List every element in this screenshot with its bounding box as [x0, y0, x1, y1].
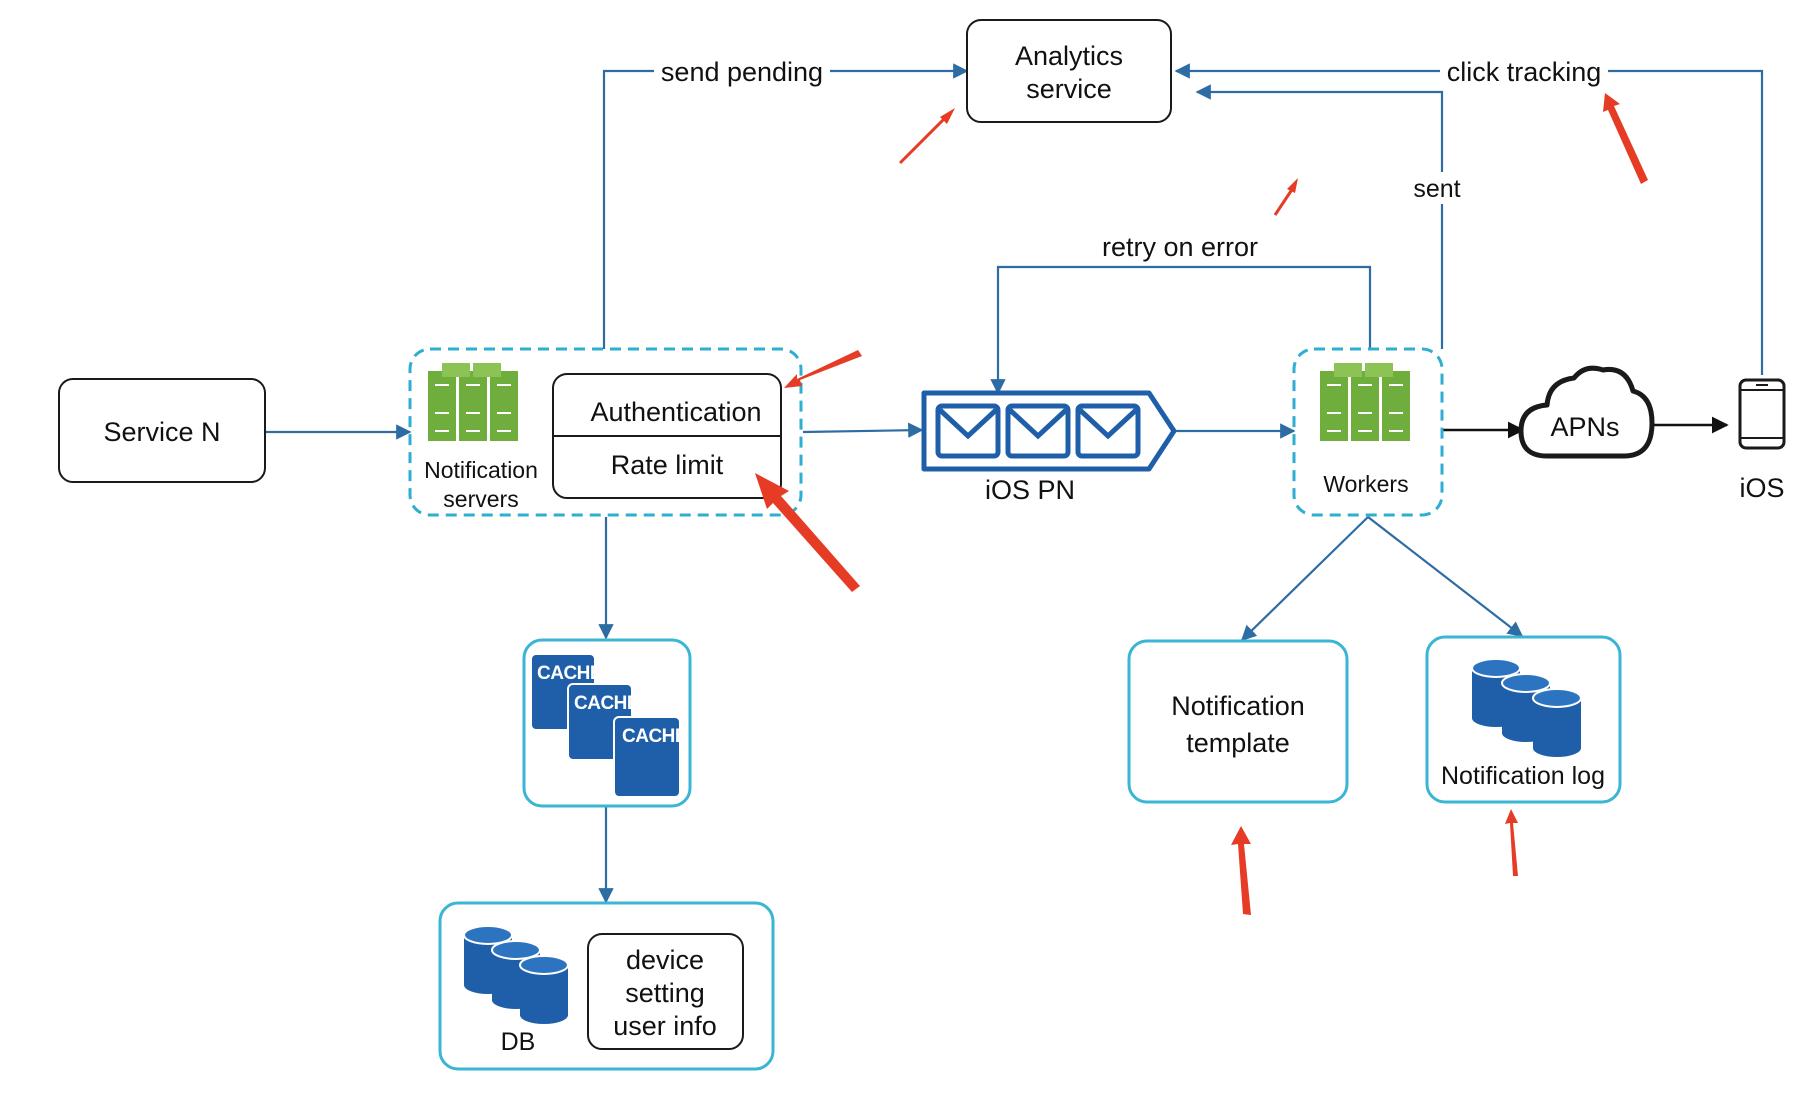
apns-cloud-icon: APNs	[1518, 365, 1655, 459]
server-icon	[1319, 362, 1411, 442]
envelope-icon	[1075, 403, 1141, 459]
edge-sent	[1195, 84, 1444, 349]
notification-servers-label-line2: servers	[443, 486, 518, 512]
analytics-label-line1: Analytics	[1015, 41, 1123, 71]
authentication-label: Authentication	[590, 397, 761, 427]
label-sent: sent	[1413, 175, 1460, 203]
ios-pn-queue: iOS PN	[921, 390, 1177, 505]
svg-text:CACHE: CACHE	[537, 663, 602, 684]
highlight-arrow-icon	[784, 350, 862, 388]
cache-node: CACHE CACHE CACHE	[522, 638, 692, 808]
db-node: DB device setting user info	[438, 901, 775, 1071]
server-icon	[427, 362, 519, 442]
db-label: DB	[501, 1028, 536, 1056]
device-info-line3: user info	[613, 1011, 717, 1041]
cache-stack-icon: CACHE CACHE CACHE	[530, 653, 688, 798]
edge-workers-to-log	[1367, 516, 1524, 637]
svg-text:CACHE: CACHE	[574, 693, 639, 714]
workers-label: Workers	[1323, 471, 1408, 497]
notification-log-label: Notification log	[1441, 762, 1605, 790]
highlight-arrow-icon	[898, 108, 955, 165]
workers-group: Workers	[1292, 347, 1444, 517]
device-info-box	[587, 933, 744, 1050]
highlight-arrow-icon	[1231, 826, 1251, 915]
svg-text:CACHE: CACHE	[622, 726, 687, 747]
highlight-arrow-icon	[1505, 809, 1518, 876]
service-n-label: Service N	[103, 417, 220, 447]
label-click-tracking: click tracking	[1447, 57, 1602, 87]
analytics-service-node: Analytics service	[966, 19, 1172, 123]
label-retry-on-error: retry on error	[1102, 232, 1258, 262]
ios-device: iOS	[1738, 378, 1786, 503]
envelope-icon	[935, 403, 1001, 459]
notification-log-node: Notification log	[1425, 635, 1622, 804]
phone-icon	[1738, 378, 1786, 450]
notification-template-node: Notification template	[1127, 639, 1349, 804]
label-send-pending: send pending	[661, 57, 823, 87]
edge-send-pending	[602, 63, 969, 349]
apns-label: APNs	[1550, 412, 1619, 442]
notification-servers-label-line1: Notification	[424, 457, 538, 483]
rate-limit-label: Rate limit	[611, 450, 724, 480]
ios-pn-label: iOS PN	[985, 475, 1075, 505]
device-info-line2: setting	[625, 978, 705, 1008]
highlight-arrow-icon	[755, 473, 860, 592]
notification-template-line1: Notification	[1171, 691, 1305, 721]
edge-servers-to-queue	[802, 422, 924, 438]
service-n-node: Service N	[58, 378, 266, 483]
highlight-arrow-icon	[1273, 178, 1298, 216]
analytics-label-line2: service	[1026, 74, 1112, 104]
notification-template-line2: template	[1186, 728, 1290, 758]
edge-retry-on-error	[990, 265, 1372, 395]
envelope-icon	[1005, 403, 1071, 459]
edge-workers-to-template	[1240, 516, 1369, 642]
edge-click-tracking	[1174, 63, 1764, 375]
edges	[266, 63, 1764, 904]
ios-label: iOS	[1739, 473, 1784, 503]
highlight-arrow-icon	[1603, 93, 1648, 184]
device-info-line1: device	[626, 945, 704, 975]
notification-servers-group: Notification servers Authentication Rate…	[408, 347, 803, 517]
highlight-arrows	[755, 93, 1648, 915]
